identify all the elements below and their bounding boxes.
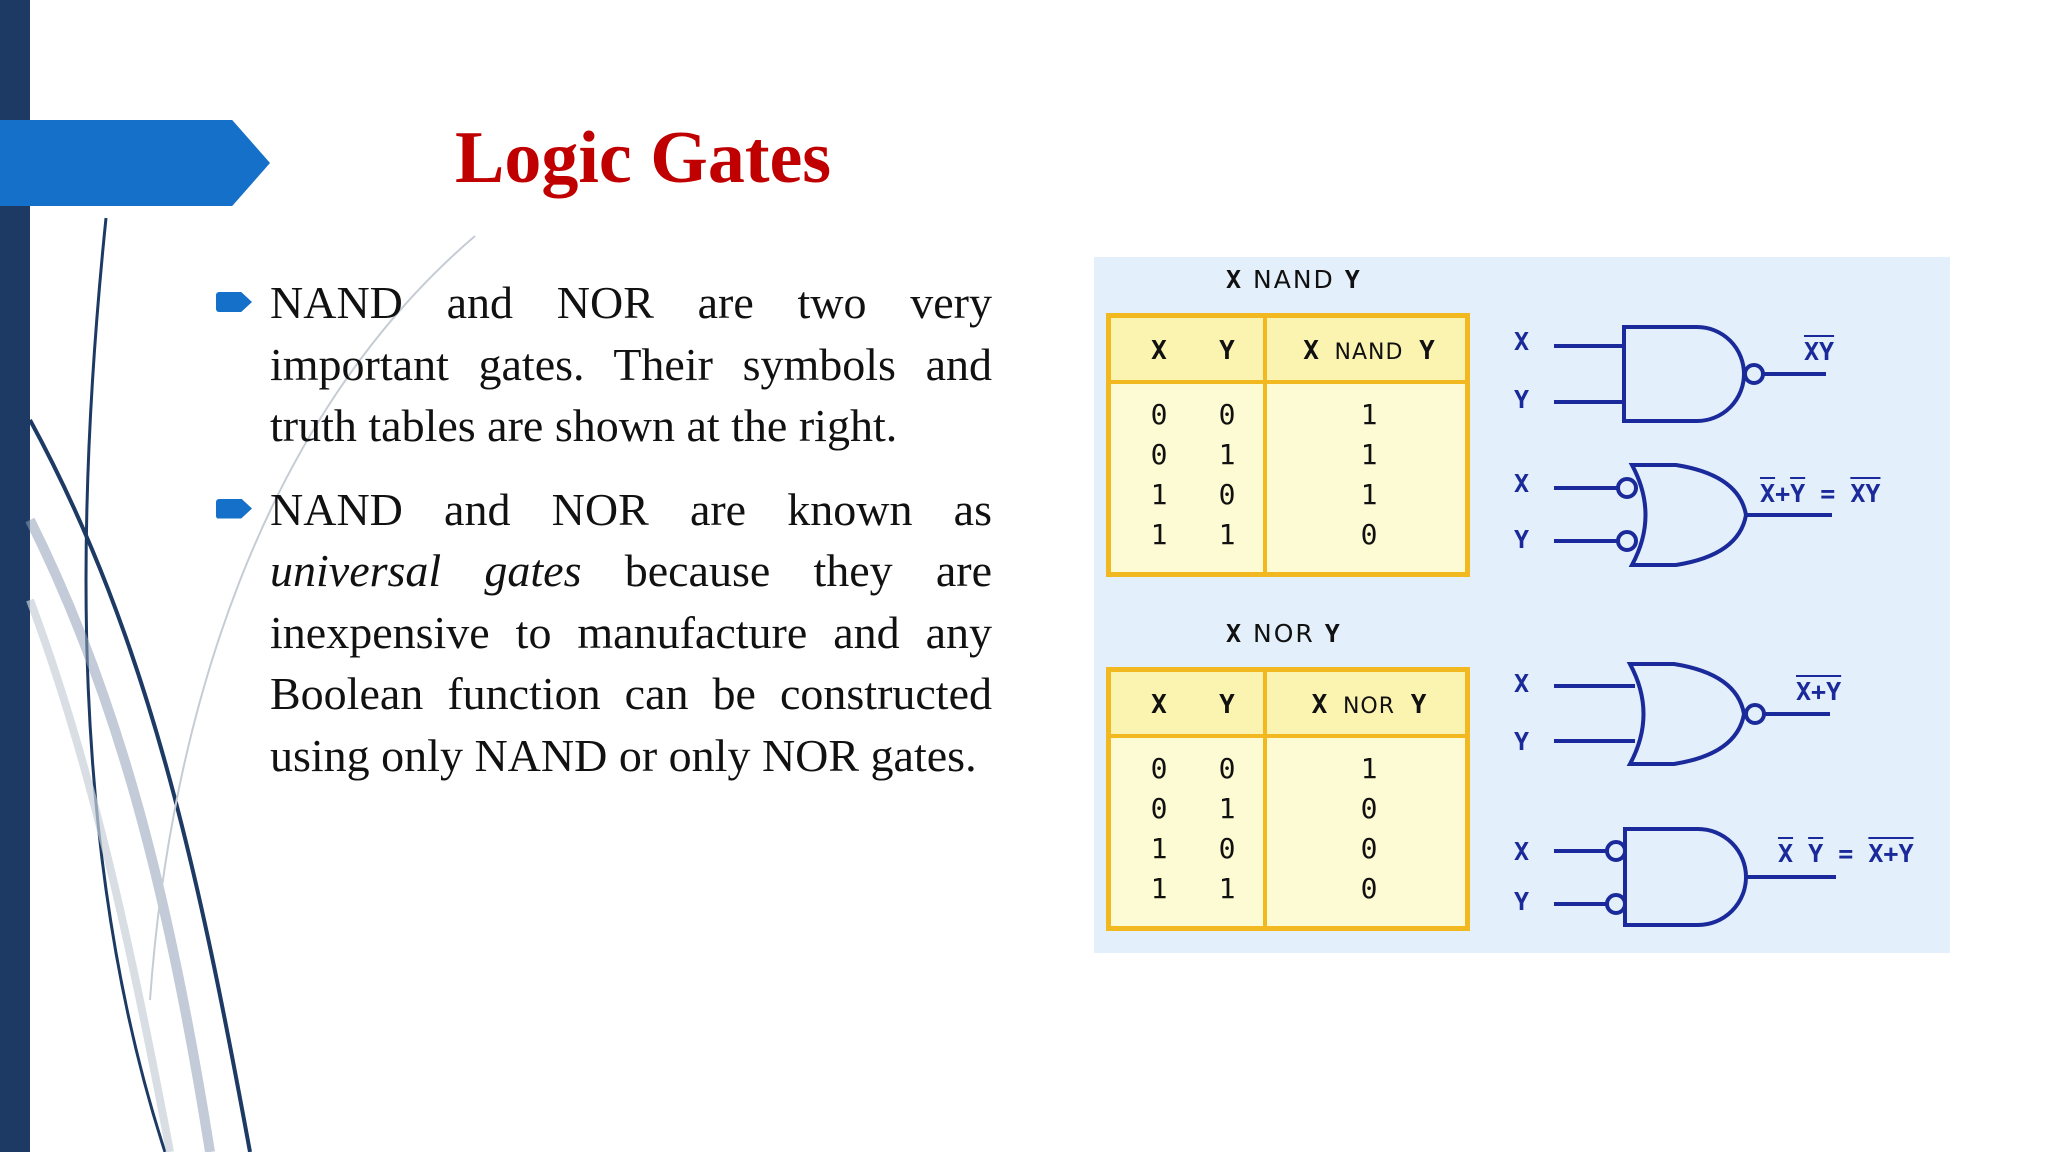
cell: 0	[1150, 398, 1168, 431]
nor-input-x-label: X	[1514, 669, 1530, 698]
cell: 0	[1360, 872, 1378, 905]
nand-gate-icon	[1554, 325, 1826, 423]
cell: 1	[1150, 872, 1168, 905]
cell: 0	[1218, 752, 1236, 785]
cell: 1	[1360, 478, 1378, 511]
or-output-label: X+Y = XY	[1760, 479, 1881, 508]
cell: 1	[1360, 438, 1378, 471]
nor-gate-icon	[1554, 662, 1830, 766]
cell: 0	[1218, 478, 1236, 511]
bullet-item: NAND and NOR are known as universal gate…	[212, 479, 992, 787]
arrow-bullet-icon	[216, 292, 252, 312]
or-input-y-label: Y	[1514, 525, 1530, 554]
cell: 1	[1360, 398, 1378, 431]
cell: 1	[1360, 752, 1378, 785]
header-output: X NOR Y	[1311, 690, 1427, 720]
cell: 1	[1218, 792, 1236, 825]
bullet-item: NAND and NOR are two very important gate…	[212, 272, 992, 457]
slide-title: Logic Gates	[455, 117, 832, 199]
nor-output-label: X+Y	[1796, 677, 1842, 706]
bullet-text-emphasis: universal gates	[270, 545, 582, 596]
cell: 0	[1360, 518, 1378, 551]
cell: 0	[1150, 752, 1168, 785]
nor-table-caption: X NOR Y	[1226, 619, 1342, 648]
cell: 1	[1150, 518, 1168, 551]
decorative-swooshes	[25, 217, 476, 1152]
header-x: X	[1151, 336, 1167, 366]
cell: 0	[1360, 832, 1378, 865]
nand-input-y-label: Y	[1514, 385, 1530, 414]
cell: 1	[1150, 832, 1168, 865]
nand-truth-table: X Y X NAND Y 0 0 1 0 1 1 1 0 1 1 1 0	[1106, 313, 1470, 577]
cell: 1	[1218, 872, 1236, 905]
cell: 1	[1218, 438, 1236, 471]
nand-output-label: XY	[1804, 337, 1835, 366]
cell: 1	[1218, 518, 1236, 551]
title-arrow-tab	[0, 120, 270, 206]
cell: 0	[1360, 792, 1378, 825]
cell: 1	[1150, 478, 1168, 511]
header-output: X NAND Y	[1303, 336, 1435, 366]
and-output-label: X Y = X+Y	[1778, 839, 1914, 868]
nor-truth-table: X Y X NOR Y 0 0 1 0 1 0 1 0 0 1 1 0	[1106, 667, 1470, 931]
header-y: Y	[1219, 690, 1235, 720]
cell: 0	[1218, 832, 1236, 865]
bullet-text: NAND and NOR are known as universal gate…	[270, 484, 992, 781]
cell: 0	[1150, 792, 1168, 825]
cell: 0	[1218, 398, 1236, 431]
gate-symbols	[1554, 325, 1836, 927]
nand-table-caption: X NAND Y	[1226, 265, 1362, 294]
gates-figure-panel: X NAND Y X Y X NAND Y 0 0 1 0 1 1 1 0 1 …	[1094, 257, 1950, 953]
nand-input-x-label: X	[1514, 327, 1530, 356]
inverted-input-or-gate-icon	[1554, 463, 1832, 567]
arrow-bullet-icon	[216, 498, 252, 519]
inverted-input-and-gate-icon	[1554, 827, 1836, 927]
cell: 0	[1150, 438, 1168, 471]
header-x: X	[1151, 690, 1167, 720]
bullet-text-post: because they are inexpensive to manufact…	[270, 545, 993, 781]
or-input-x-label: X	[1514, 469, 1530, 498]
bullet-text: NAND and NOR are two very important gate…	[270, 277, 992, 451]
header-y: Y	[1219, 336, 1235, 366]
bullet-list: NAND and NOR are two very important gate…	[212, 272, 992, 808]
and-input-y-label: Y	[1514, 887, 1530, 916]
nor-input-y-label: Y	[1514, 727, 1530, 756]
and-input-x-label: X	[1514, 837, 1530, 866]
bullet-text-pre: NAND and NOR are known as	[270, 483, 992, 535]
